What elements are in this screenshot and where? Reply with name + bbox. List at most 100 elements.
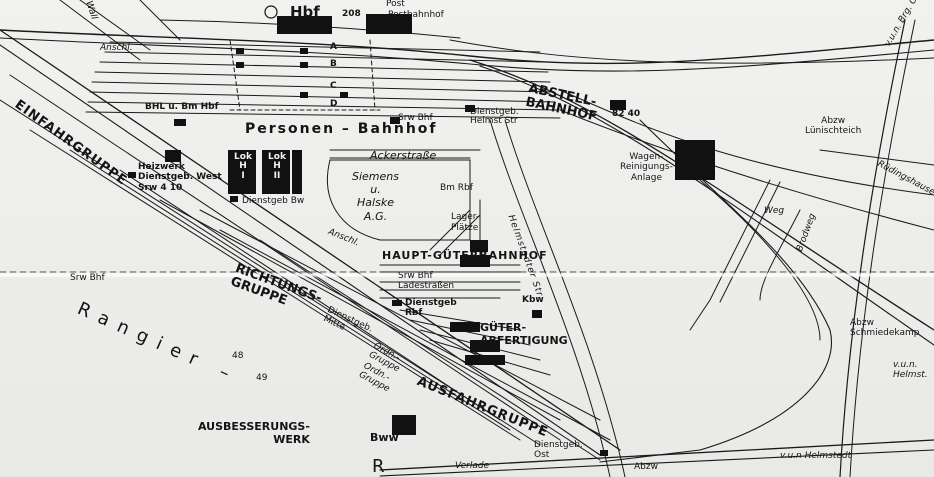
building-block [465, 355, 505, 365]
track-line [699, 179, 821, 341]
abzw-schmiedekamp-label: Abzw Schmiedekamp [850, 318, 920, 339]
building-block [277, 16, 332, 34]
ackerstrasse-label: Ackerstraße [370, 149, 437, 162]
building-block [236, 62, 244, 68]
platform-d-label: D [330, 99, 338, 109]
dienstgeb-ost-label: Dienstgeb. Ost [534, 440, 583, 461]
track-line [29, 129, 521, 441]
track-line [79, 0, 151, 51]
track-line [599, 119, 832, 463]
abzw-bottom-label: Abzw [634, 462, 658, 472]
track-line [839, 19, 906, 477]
ausbesserungswerk-label: AUSBESSERUNGS- WERK [198, 420, 310, 447]
dienstgeb-rbf-label: Dienstgeb Rbf [405, 298, 457, 319]
track-line [94, 71, 551, 83]
building-block [470, 340, 500, 352]
building-block [460, 255, 490, 267]
track-line [819, 149, 934, 166]
scan-artifact [0, 272, 934, 278]
srw-bhf-top-label: Srw Bhf [398, 113, 433, 123]
building-block [390, 117, 400, 124]
srw-bhf-ladestrasse-label: Srw Bhf Ladestraßen [398, 271, 455, 291]
track-line [59, 0, 141, 61]
num-49-label: 49 [256, 373, 268, 383]
track-line [0, 29, 621, 451]
bww-label: Bww [370, 431, 399, 444]
track-line [89, 91, 556, 103]
track-line [0, 37, 934, 72]
track-line [219, 229, 611, 441]
track-line [85, 111, 561, 119]
v-u-n-helmstedt-label: v.u.n Helmstedt [780, 451, 852, 461]
srw-bhf-left-label: Srw Bhf [70, 273, 105, 283]
building-block [300, 48, 308, 54]
road-line [504, 119, 626, 477]
platform-c-label: C [330, 81, 337, 91]
verlade-label: Verlade [455, 461, 490, 471]
lok-1-label: Lok H I [234, 152, 252, 181]
building-block [128, 172, 136, 178]
building-block [174, 119, 186, 126]
road-line [489, 119, 611, 477]
track-line [429, 209, 471, 251]
bm-rbf-label: Bm Rbf [440, 183, 473, 193]
track-line [469, 59, 934, 331]
track-line [0, 29, 934, 65]
area-outline [326, 159, 471, 241]
kbw-label: Kbw [522, 295, 544, 305]
postbahnhof-label: Postbahnhof [388, 10, 444, 20]
hbf-label: Hbf [290, 3, 320, 21]
building-block [228, 150, 256, 194]
building-block [532, 310, 542, 318]
track-line [139, 0, 181, 41]
building-block [236, 48, 244, 54]
track-line [99, 61, 549, 73]
track-line [449, 39, 934, 64]
track-line [479, 65, 934, 346]
building-block [300, 92, 308, 98]
building-block [366, 14, 412, 34]
wagen-reinigung-label: Wagen- Reinigungs- Anlage [620, 152, 673, 183]
track-line [159, 199, 561, 421]
lok-2-label: Lok H II [268, 152, 286, 181]
road-line [759, 209, 801, 301]
building-block [340, 92, 348, 98]
track-line [87, 101, 559, 111]
weg-label: Weg [764, 206, 785, 216]
track-line [409, 319, 531, 346]
building-block [675, 140, 715, 180]
track-line [119, 169, 501, 421]
platform-b-label: B [330, 59, 337, 69]
track-line [109, 41, 541, 53]
track-line [439, 214, 481, 256]
building-block [300, 62, 308, 68]
anschl-top-label: Anschl. [100, 43, 133, 53]
lager-plaetze-label: Lager- Plätze [451, 212, 480, 233]
dienstgeb-bw-label: Dienstgeb Bw [242, 196, 305, 206]
abzw-lunischteich-label: Abzw Lünischteich [805, 116, 862, 137]
haupt-gueterbahnhof-label: HAUPT-GÜTERBAHNHOF [382, 249, 548, 262]
track-line [199, 209, 601, 421]
track-line [559, 109, 934, 231]
building-block [230, 196, 238, 202]
siemens-label: Siemens u. Halske A.G. [352, 170, 399, 223]
building-block [292, 150, 302, 194]
gueter-abfertigung-label: GÜTER- ABFERTIGUNG [480, 321, 568, 347]
dashed-line [229, 39, 241, 111]
track-line [9, 74, 561, 441]
dashed-line [369, 39, 376, 111]
building-block [450, 322, 480, 332]
heizwerk-label: Heizwerk Dienstgeb. West Srw 4 10 [138, 162, 222, 193]
building-block [600, 450, 608, 456]
building-block [392, 415, 416, 435]
dienstgeb-helmst-label: Dienstgeb. Helmst Str [470, 107, 519, 126]
road-line [719, 181, 781, 303]
track-line [69, 149, 511, 431]
building-block [165, 150, 181, 162]
track-line [849, 19, 916, 477]
track-line [91, 81, 553, 93]
building-block [262, 150, 290, 194]
track-line [399, 309, 521, 331]
